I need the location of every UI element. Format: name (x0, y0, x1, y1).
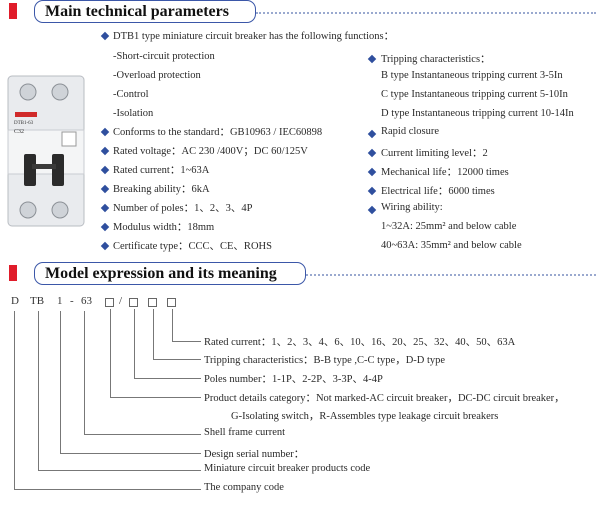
meaning-shell-frame: Shell frame current (204, 427, 286, 438)
connector-company (14, 311, 15, 490)
param-rated-current: Rated current：1~63A (113, 165, 210, 176)
bullet-icon (367, 54, 377, 64)
section1-marker (9, 3, 17, 19)
bullet-icon (367, 167, 377, 177)
tripping-line-c: C type Instantaneous tripping current 5-… (381, 89, 568, 100)
connector-company-h (14, 489, 201, 490)
code-dash: - (70, 295, 74, 307)
meaning-rated-current: Rated current：1、2、3、4、6、10、16、20、25、32、4… (204, 337, 516, 348)
connector-tripping (153, 309, 154, 360)
tripping-title: Tripping characteristics： (381, 54, 491, 65)
bullet-icon (367, 186, 377, 196)
wiring-line-small: 1~32A: 25mm² and below cable (381, 221, 517, 232)
bullet-icon (100, 31, 110, 41)
function-item: -Short-circuit protection (113, 51, 215, 62)
param-modulus-width: Modulus width：18mm (113, 222, 215, 233)
bullet-icon (100, 146, 110, 156)
connector-poles (134, 309, 135, 379)
meaning-company-code: The company code (204, 482, 284, 493)
function-item: -Control (113, 89, 149, 100)
code-tb: TB (30, 295, 45, 307)
product-model-label: DTB1-63 (14, 121, 34, 126)
param-mechanical-life: Mechanical life：12000 times (381, 167, 509, 178)
meaning-design-serial: Design serial number： (204, 449, 305, 460)
param-poles: Number of poles：1、2、3、4P (113, 203, 253, 214)
intro-text: DTB1 type miniature circuit breaker has … (113, 31, 395, 42)
connector-poles-h (134, 378, 201, 379)
bullet-icon (100, 127, 110, 137)
connector-tripping-h (153, 359, 201, 360)
connector-shell-h (84, 434, 201, 435)
circuit-breaker-image (7, 75, 85, 227)
code-box-poles (105, 298, 114, 307)
section2-dotted-rule (306, 274, 596, 276)
connector-serial-h (60, 453, 201, 454)
connector-rated-current-h (172, 341, 201, 342)
param-rapid-closure: Rapid closure (381, 126, 440, 137)
param-current-limiting: Current limiting level：2 (381, 148, 488, 159)
code-one: 1 (57, 295, 63, 307)
code-box-rated-current (167, 298, 176, 307)
code-d: D (11, 295, 19, 307)
connector-details (110, 309, 111, 398)
code-box-details (129, 298, 138, 307)
connector-product (38, 311, 39, 471)
bullet-icon (100, 222, 110, 232)
connector-rated-current (172, 309, 173, 342)
bullet-icon (367, 129, 377, 139)
meaning-details-category-cont: G-Isolating switch，R-Assembles type leak… (231, 411, 499, 422)
connector-shell (84, 311, 85, 435)
section1-dotted-rule (256, 12, 596, 14)
connector-details-h (110, 397, 201, 398)
tripping-line-b: B type Instantaneous tripping current 3-… (381, 70, 563, 81)
param-wiring-ability: Wiring ability: (381, 202, 443, 213)
meaning-details-category: Product details category：Not marked-AC c… (204, 393, 565, 404)
function-item: -Overload protection (113, 70, 201, 81)
code-rating: 63 (81, 295, 92, 307)
param-rated-voltage: Rated voltage：AC 230 /400V；DC 60/125V (113, 146, 308, 157)
param-standard: Conforms to the standard：GB10963 / IEC60… (113, 127, 323, 138)
function-item: -Isolation (113, 108, 154, 119)
connector-product-h (38, 470, 201, 471)
bullet-icon (100, 184, 110, 194)
code-box-tripping (148, 298, 157, 307)
connector-serial (60, 311, 61, 454)
param-breaking-ability: Breaking ability：6kA (113, 184, 210, 195)
param-electrical-life: Electrical life：6000 times (381, 186, 495, 197)
bullet-icon (367, 205, 377, 215)
meaning-product-code: Miniature circuit breaker products code (204, 463, 371, 474)
meaning-poles: Poles number：1-1P、2-2P、3-3P、4-4P (204, 374, 383, 385)
wiring-line-large: 40~63A: 35mm² and below cable (381, 240, 522, 251)
param-certificate: Certificate type：CCC、CE、ROHS (113, 241, 272, 252)
section2-marker (9, 265, 17, 281)
bullet-icon (100, 165, 110, 175)
bullet-icon (367, 148, 377, 158)
bullet-icon (100, 241, 110, 251)
product-rating-label: C32 (14, 129, 25, 135)
code-slash: / (119, 295, 123, 307)
tripping-line-d: D type Instantaneous tripping current 10… (381, 108, 574, 119)
meaning-tripping: Tripping characteristics：B-B type ,C-C t… (204, 355, 446, 366)
section1-heading: Main technical parameters (34, 0, 256, 23)
bullet-icon (100, 203, 110, 213)
section2-heading: Model expression and its meaning (34, 262, 306, 285)
